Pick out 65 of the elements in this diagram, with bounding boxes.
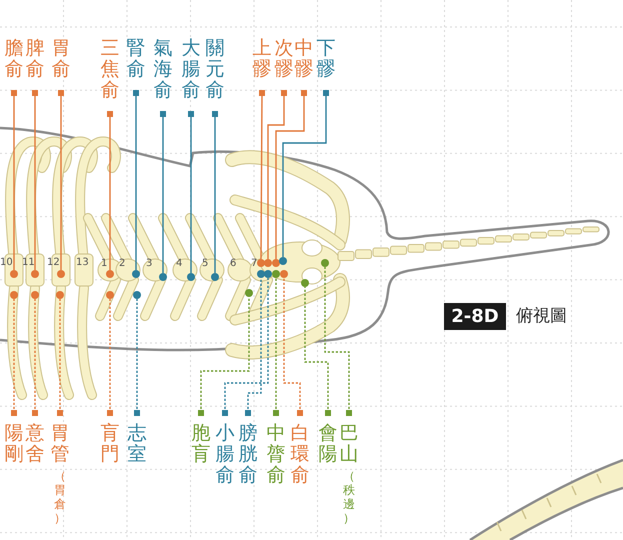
vertebra-number: 13 — [76, 257, 89, 268]
acupoint-dot — [133, 291, 141, 299]
point-label: 氣海俞 — [152, 38, 174, 114]
point-label: 脾俞 — [24, 38, 46, 93]
point-label: 意舍 — [24, 413, 46, 465]
view-caption: 俯視圖 — [516, 305, 567, 328]
point-label: 關元俞 — [204, 38, 226, 114]
leader-line — [32, 90, 38, 270]
point-label: 胞肓 — [190, 413, 212, 465]
vertebra-number: 7 — [251, 258, 258, 269]
point-label: 肓門 — [99, 413, 121, 465]
point-label: 下髎 — [315, 38, 337, 93]
point-label: 次髎 — [273, 38, 295, 93]
leader-line — [282, 90, 329, 257]
vertebra-number: 12 — [47, 257, 60, 268]
vertebra-number: 6 — [230, 258, 236, 269]
point-label: 胃俞 — [50, 38, 72, 93]
point-label: 膽俞 — [3, 38, 25, 93]
leader-line — [275, 90, 307, 259]
leader-line — [133, 90, 139, 270]
leader-line — [245, 278, 262, 416]
leader-line — [107, 299, 113, 416]
point-label: 志室 — [126, 413, 148, 465]
point-label: 大腸俞 — [180, 38, 202, 114]
leader-line — [188, 111, 194, 273]
point-label: 巴山 （秩邊） — [338, 413, 360, 525]
vertebra-number: 2 — [119, 258, 126, 269]
leader-line — [324, 267, 352, 416]
vertebra-number: 1 — [101, 258, 108, 269]
vertebra-number: 3 — [146, 258, 152, 269]
point-label: 胃管 （胃倉） — [49, 413, 71, 525]
acupoint-dot — [264, 259, 272, 267]
leader-line — [222, 278, 269, 416]
point-label: 中髎 — [293, 38, 315, 93]
acupoint-dot — [301, 279, 309, 287]
leader-line — [134, 299, 140, 416]
leader-line — [107, 111, 113, 270]
vertebra-number: 5 — [202, 258, 208, 269]
point-label: 上髎 — [251, 38, 273, 93]
leader-line — [267, 90, 287, 259]
leader-line — [283, 278, 303, 416]
vertebra-number: 10 — [0, 257, 13, 268]
leader-line — [258, 90, 266, 259]
point-label: 三焦俞 — [99, 38, 121, 114]
leader-line — [273, 278, 279, 416]
point-label: 腎俞 — [125, 38, 147, 93]
leader-line — [212, 111, 218, 273]
leader-line — [304, 287, 331, 416]
leader-line — [11, 299, 17, 416]
leader-line — [57, 299, 63, 416]
view-badge: 2-8D — [444, 303, 506, 330]
leader-line — [58, 90, 64, 270]
leader-line — [198, 297, 250, 416]
point-label: 膀胱俞 — [237, 413, 259, 486]
point-label: 白環俞 — [289, 413, 311, 486]
acupoint-dot — [245, 289, 253, 297]
leader-line — [11, 90, 17, 270]
point-label: 小腸俞 — [214, 413, 236, 486]
leader-line — [160, 111, 166, 273]
leader-line — [32, 299, 38, 416]
point-label: 中膂俞 — [265, 413, 287, 486]
vertebra-number: 4 — [176, 258, 182, 269]
point-label: 會陽 — [317, 413, 339, 465]
vertebra-number: 11 — [22, 257, 35, 268]
point-label: 陽剛 — [3, 413, 25, 465]
